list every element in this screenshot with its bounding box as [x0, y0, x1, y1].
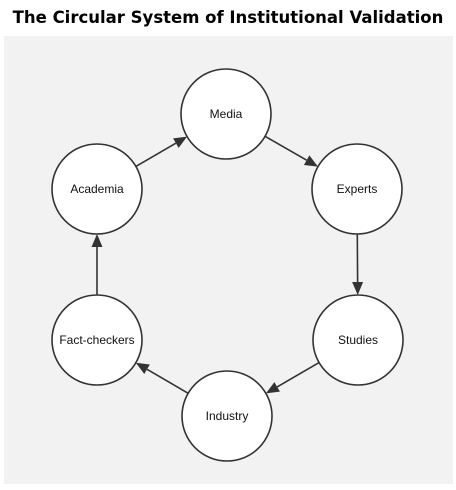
edge-studies-to-industry	[276, 361, 320, 388]
node-experts: Experts	[311, 143, 403, 235]
node-circle-studies	[312, 294, 404, 386]
edge-industry-to-fact-checkers	[146, 368, 189, 394]
arrowhead-industry-to-fact-checkers	[135, 362, 150, 375]
arrowhead-academia-to-media	[173, 136, 188, 148]
arrowhead-experts-to-studies	[352, 281, 364, 296]
node-label-experts: Experts	[337, 182, 378, 196]
arrowhead-studies-to-industry	[265, 382, 280, 394]
node-circle-experts	[311, 143, 403, 235]
node-label-media: Media	[210, 107, 243, 121]
node-media: Media	[180, 68, 272, 160]
node-studies: Studies	[312, 294, 404, 386]
node-label-academia: Academia	[70, 182, 124, 196]
node-industry: Industry	[181, 370, 273, 462]
diagram-title: The Circular System of Institutional Val…	[12, 8, 444, 27]
edge-media-to-experts	[264, 135, 308, 161]
edge-academia-to-media	[135, 142, 177, 168]
node-circle-media	[180, 68, 272, 160]
node-academia: Academia	[51, 143, 143, 235]
node-label-studies: Studies	[338, 333, 378, 347]
edges-layer	[91, 135, 364, 394]
node-fact-checkers: Fact-checkers	[51, 294, 143, 386]
node-label-fact-checkers: Fact-checkers	[59, 333, 134, 347]
node-circle-academia	[51, 143, 143, 235]
arrowhead-fact-checkers-to-academia	[91, 234, 103, 247]
node-circle-industry	[181, 370, 273, 462]
arrowhead-media-to-experts	[303, 155, 318, 167]
node-label-industry: Industry	[206, 409, 249, 423]
node-circle-fact-checkers	[51, 294, 143, 386]
